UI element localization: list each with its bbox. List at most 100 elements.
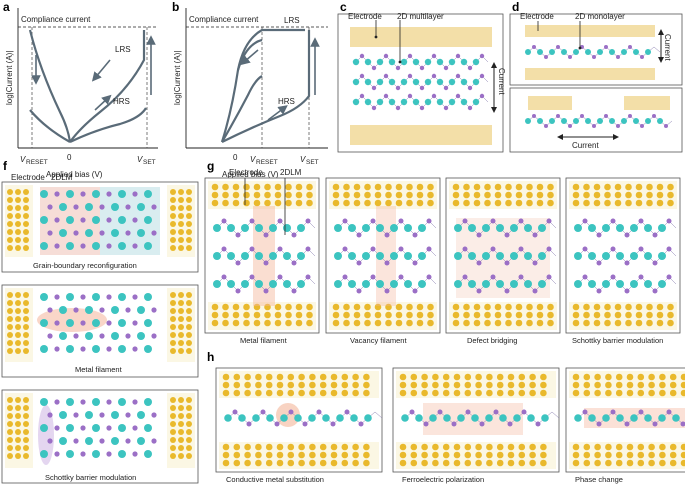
electrode-atom: [15, 292, 21, 298]
metal-atom: [59, 203, 67, 211]
electrode-atom: [255, 389, 262, 397]
electrode-atom: [432, 459, 439, 467]
electrode-atom: [667, 319, 674, 327]
electrode-atom: [243, 303, 250, 311]
electrode-atom: [442, 443, 450, 451]
chalcogen-atom: [624, 232, 630, 238]
atomic-layer: [334, 218, 437, 238]
chalcogen-atom: [462, 246, 468, 252]
electrode-atom: [222, 191, 229, 199]
metal-atom: [85, 437, 93, 445]
metal-atom: [524, 224, 532, 232]
chalcogen-atom: [666, 274, 672, 280]
panel-f-material-label: 2DLM: [51, 173, 73, 182]
electrode-atom: [7, 413, 13, 419]
electrode-atom: [526, 319, 533, 327]
chalcogen-atom: [592, 55, 596, 59]
chalcogen-atom: [596, 288, 602, 294]
electrode-atom: [593, 311, 601, 319]
electrode-atom: [656, 191, 664, 199]
electrode-atom: [15, 429, 21, 435]
electrode-atom: [626, 451, 634, 459]
electrode-atom: [505, 199, 512, 207]
panel-h: h Conductive metal substitution Ferroele…: [207, 350, 685, 484]
electrode-atom: [421, 443, 428, 451]
electrode-atom: [421, 459, 428, 467]
electrode-atom: [178, 189, 184, 195]
metal-atom: [588, 224, 596, 232]
metal-atom: [418, 224, 426, 232]
metal-atom: [137, 306, 145, 314]
chalcogen-atom: [132, 243, 138, 249]
electrode-atom: [583, 389, 591, 397]
electrode-atom: [463, 199, 470, 207]
electrode-atom: [572, 459, 580, 467]
chalcogen-atom: [151, 412, 157, 418]
metal-atom: [388, 78, 396, 86]
electrode-atom: [463, 183, 470, 191]
electrode-atom: [178, 324, 184, 330]
electrode-atom: [594, 451, 601, 459]
panel-b-ylabel: log|Current (A)|: [173, 51, 182, 105]
chalcogen-atom: [73, 412, 79, 418]
electrode-atom: [583, 373, 591, 381]
electrode-atom: [352, 459, 359, 467]
chalcogen-atom: [556, 45, 560, 49]
electrode-atom: [572, 183, 580, 191]
electrode-atom: [309, 443, 316, 451]
chalcogen-atom: [132, 346, 138, 352]
chalcogen-atom: [132, 399, 138, 405]
metal-atom: [482, 252, 490, 260]
electrode-atom: [23, 237, 29, 243]
electrode-atom: [211, 183, 219, 191]
electrode-atoms: [7, 189, 29, 251]
metal-atom: [137, 332, 145, 340]
electrode-atom: [395, 303, 403, 311]
electrode-atom: [7, 429, 13, 435]
metal-atom: [621, 49, 627, 55]
electrode-atom: [452, 303, 460, 311]
electrode-atom: [637, 389, 645, 397]
electrode-atoms: [452, 303, 554, 327]
electrode-atom: [594, 373, 601, 381]
chalcogen-atom: [666, 409, 672, 415]
metal-atom: [448, 98, 456, 106]
electrode-atom: [442, 451, 450, 459]
electrode-atom: [484, 199, 491, 207]
electrode-atom: [410, 459, 418, 467]
electrode-atom: [526, 199, 533, 207]
electrode-atom: [427, 303, 434, 311]
electrode-atom: [475, 373, 482, 381]
metal-atom: [40, 319, 48, 327]
electrode-atom: [15, 197, 21, 203]
electrode-atom: [583, 311, 590, 319]
chalcogen-atom: [99, 333, 105, 339]
electrode-atom: [529, 451, 536, 459]
metal-atom: [621, 118, 627, 124]
electrode-atom: [178, 445, 184, 451]
panel-g-material-label: 2DLM: [280, 168, 302, 177]
chalcogen-atom: [344, 409, 350, 415]
metal-atom: [538, 280, 546, 288]
metal-atom: [525, 49, 531, 55]
electrode-atom: [186, 292, 192, 298]
panel-a-curve-hrs-right: [69, 107, 147, 143]
electrode-atom: [170, 405, 176, 411]
chalcogen-atom: [596, 421, 602, 427]
chalcogen-atom: [80, 346, 86, 352]
atomic-layer: [574, 274, 677, 294]
metal-atom: [658, 252, 666, 260]
panel-f-caption-3: Schottky barrier modulation: [45, 473, 136, 482]
electrode-atom: [363, 443, 370, 451]
metal-atom: [496, 224, 504, 232]
electrode-atom: [341, 373, 349, 381]
chalcogen-atom: [80, 425, 86, 431]
electrode-atom: [416, 199, 424, 207]
metal-atom: [657, 118, 663, 124]
metal-atom: [658, 414, 666, 422]
metal-atom: [454, 280, 462, 288]
metal-atom: [404, 280, 412, 288]
chalcogen-atom: [616, 124, 620, 128]
panel-a-lrs-label: LRS: [115, 45, 131, 54]
electrode-atom: [442, 389, 450, 397]
